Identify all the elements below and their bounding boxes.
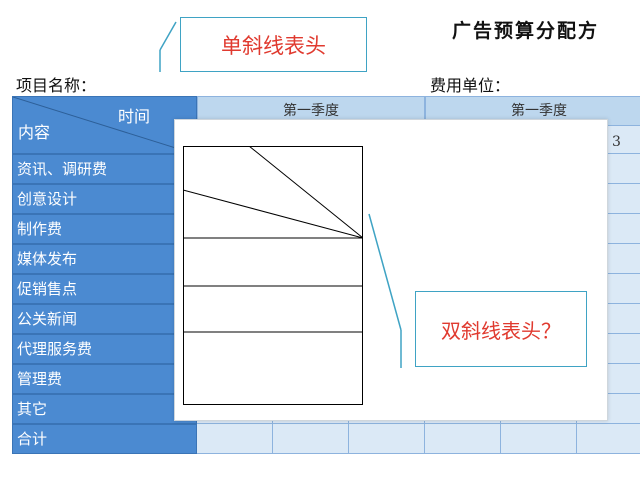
row-label[interactable]: 制作费 [12,214,197,244]
callout-pointer-line [159,21,177,72]
row-label[interactable]: 创意设计 [12,184,197,214]
table-header-corner-cell[interactable]: 时间 内容 [12,96,198,155]
cost-unit-label: 费用单位： [430,76,511,95]
document-title: 广告预算分配方 [452,20,600,42]
header-diagonal-line [13,97,198,155]
row-label[interactable]: 合计 [12,424,197,454]
table-cell[interactable] [197,424,273,454]
row-label[interactable]: 公关新闻 [12,304,197,334]
row-label[interactable]: 其它 [12,394,197,424]
project-name-label: 项目名称： [16,76,97,95]
single-diagonal-header-callout: 单斜线表头 [180,17,367,72]
double-diagonal-header-callout: 双斜线表头？ [415,291,587,367]
table-cell[interactable] [349,424,425,454]
row-label[interactable]: 促销售点 [12,274,197,304]
table-cell[interactable] [501,424,577,454]
header-time-label: 时间 [118,107,151,126]
row-label[interactable]: 媒体发布 [12,244,197,274]
row-label[interactable]: 管理费 [12,364,197,394]
callout-pointer-line [368,213,402,368]
double-diagonal-sketch-panel: 双斜线表头？ [174,119,608,421]
row-label[interactable]: 资讯、调研费 [12,154,197,184]
double-diagonal-header-sketch [183,146,363,405]
month-subheader-value: 3 [612,134,621,150]
table-cell[interactable] [577,424,640,454]
table-cell[interactable] [425,424,501,454]
row-label[interactable]: 代理服务费 [12,334,197,364]
table-row [197,424,640,454]
table-cell[interactable] [273,424,349,454]
header-content-label: 内容 [18,123,51,142]
